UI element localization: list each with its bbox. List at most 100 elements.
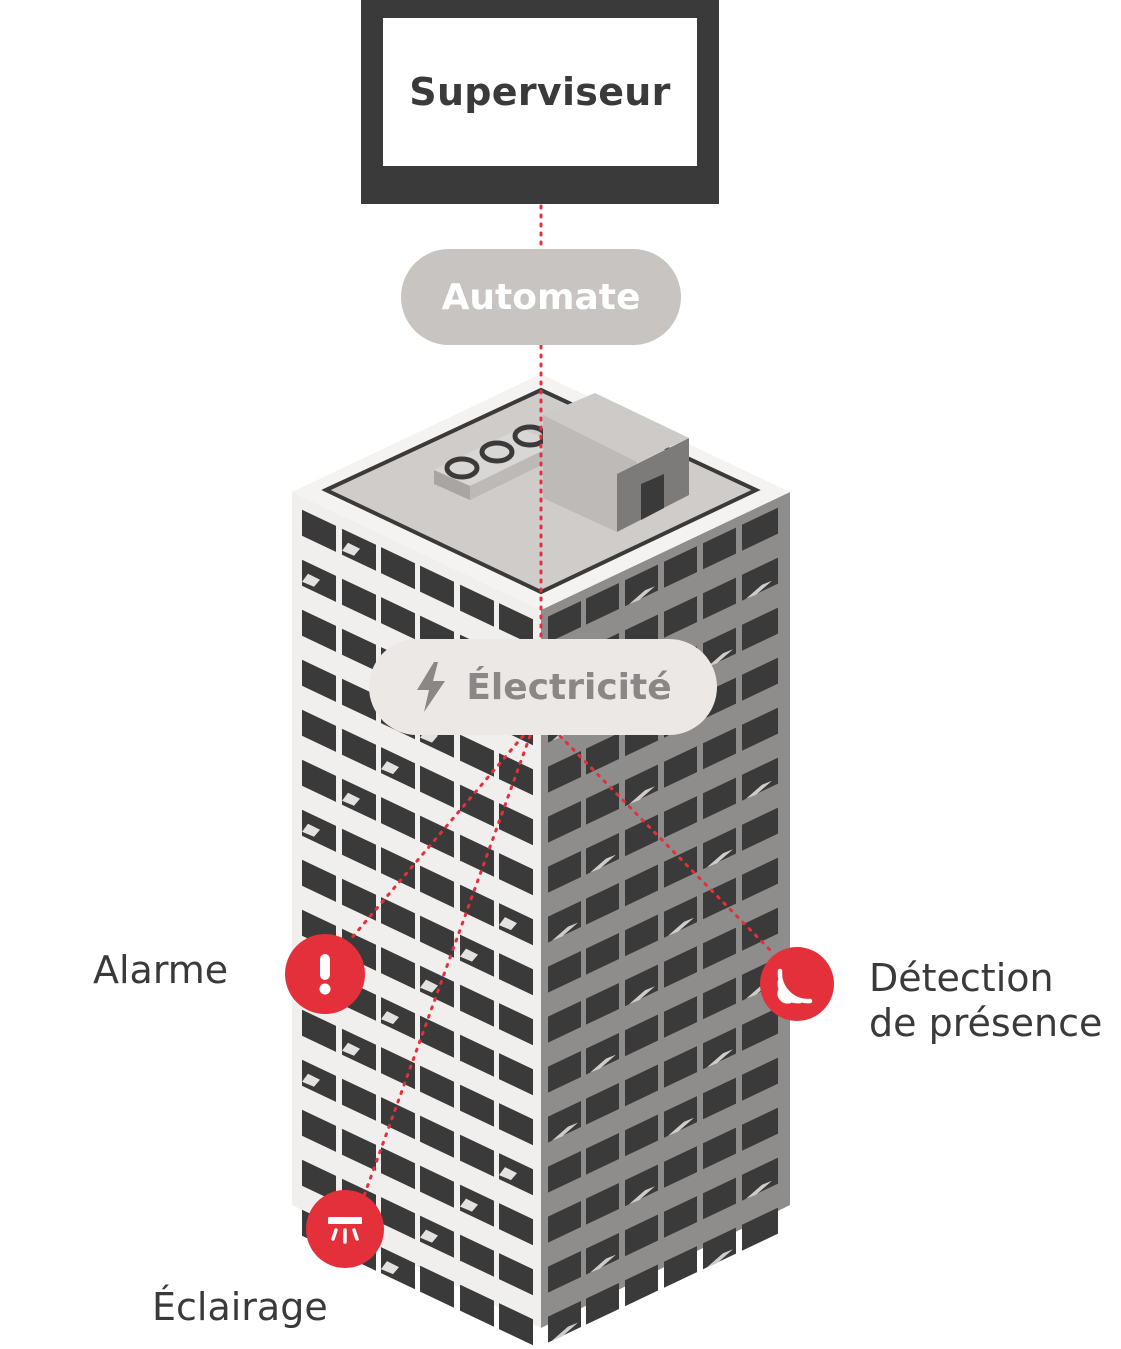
window bbox=[302, 709, 336, 752]
window bbox=[625, 764, 658, 807]
window-reflection bbox=[746, 780, 772, 799]
window bbox=[586, 833, 619, 875]
window bbox=[703, 527, 736, 570]
window bbox=[302, 1159, 336, 1202]
window bbox=[460, 584, 494, 627]
window bbox=[342, 1128, 376, 1171]
window bbox=[381, 847, 415, 890]
window bbox=[499, 1053, 533, 1096]
window-reflection bbox=[668, 917, 694, 936]
window bbox=[302, 509, 336, 552]
window-reflection bbox=[629, 786, 655, 805]
window bbox=[460, 1284, 494, 1327]
window bbox=[625, 1164, 658, 1207]
window bbox=[302, 859, 336, 902]
window bbox=[742, 807, 778, 851]
window bbox=[381, 797, 415, 840]
supervisor-label: Superviseur bbox=[409, 70, 671, 114]
window bbox=[548, 1101, 581, 1143]
alarm-device bbox=[285, 934, 365, 1014]
window bbox=[420, 1265, 454, 1308]
window bbox=[664, 1246, 697, 1288]
window bbox=[460, 1084, 494, 1127]
window bbox=[420, 765, 454, 808]
window bbox=[742, 907, 778, 951]
window bbox=[664, 546, 697, 588]
window bbox=[548, 601, 581, 643]
window bbox=[420, 915, 454, 958]
window-reflection bbox=[381, 761, 399, 775]
window-reflection bbox=[302, 823, 320, 837]
window bbox=[703, 777, 736, 820]
window bbox=[742, 857, 778, 901]
rooftop-vent-side bbox=[434, 470, 470, 500]
window bbox=[625, 1014, 658, 1057]
window bbox=[664, 946, 697, 988]
rooftop-vent-front bbox=[470, 444, 556, 500]
window bbox=[499, 1303, 533, 1346]
presence-label-line1: Détection bbox=[869, 956, 1054, 1000]
window bbox=[625, 914, 658, 957]
window bbox=[381, 947, 415, 990]
window bbox=[499, 753, 533, 796]
lighting-label: Éclairage bbox=[152, 1285, 328, 1329]
window bbox=[499, 803, 533, 846]
lightning-bolt-icon bbox=[417, 662, 446, 712]
window bbox=[342, 628, 376, 671]
window bbox=[742, 1107, 778, 1151]
window bbox=[420, 565, 454, 608]
electricite-label: Électricité bbox=[466, 666, 672, 708]
window bbox=[381, 547, 415, 590]
window bbox=[664, 1096, 697, 1138]
window-reflection bbox=[590, 854, 616, 873]
window bbox=[460, 1034, 494, 1077]
window bbox=[586, 1133, 619, 1175]
window-reflection bbox=[420, 979, 438, 993]
rooftop-vent-fan bbox=[479, 440, 515, 464]
window bbox=[586, 1033, 619, 1075]
window-reflection bbox=[590, 1254, 616, 1273]
window bbox=[460, 884, 494, 927]
supervisor-screen: Superviseur bbox=[383, 18, 697, 166]
window bbox=[742, 707, 778, 751]
window bbox=[342, 678, 376, 721]
alarm-label: Alarme bbox=[93, 948, 229, 992]
window bbox=[420, 1065, 454, 1108]
window bbox=[460, 784, 494, 827]
window bbox=[342, 828, 376, 871]
window bbox=[703, 1027, 736, 1070]
window bbox=[420, 1015, 454, 1058]
window bbox=[586, 933, 619, 975]
window bbox=[548, 1301, 581, 1343]
window-reflection bbox=[707, 849, 733, 868]
window-reflection bbox=[342, 792, 360, 806]
window bbox=[586, 983, 619, 1025]
window bbox=[625, 814, 658, 857]
window bbox=[664, 796, 697, 838]
window bbox=[586, 1233, 619, 1275]
window bbox=[625, 564, 658, 607]
window bbox=[381, 597, 415, 640]
window bbox=[460, 1234, 494, 1277]
window bbox=[703, 927, 736, 970]
window-reflection bbox=[460, 948, 478, 962]
window bbox=[703, 827, 736, 870]
window bbox=[499, 1203, 533, 1246]
window bbox=[420, 865, 454, 908]
window bbox=[548, 1151, 581, 1193]
presence-label-line2: de présence bbox=[869, 1001, 1103, 1045]
window bbox=[342, 728, 376, 771]
window bbox=[548, 1201, 581, 1243]
window bbox=[381, 1097, 415, 1140]
window bbox=[586, 1183, 619, 1225]
window bbox=[664, 596, 697, 638]
lighting-device bbox=[306, 1190, 384, 1268]
window bbox=[548, 851, 581, 893]
window bbox=[703, 1127, 736, 1170]
rooftop-vent-fan bbox=[444, 456, 480, 480]
window bbox=[342, 1078, 376, 1121]
window bbox=[499, 1103, 533, 1146]
window bbox=[548, 751, 581, 793]
window bbox=[742, 1157, 778, 1201]
